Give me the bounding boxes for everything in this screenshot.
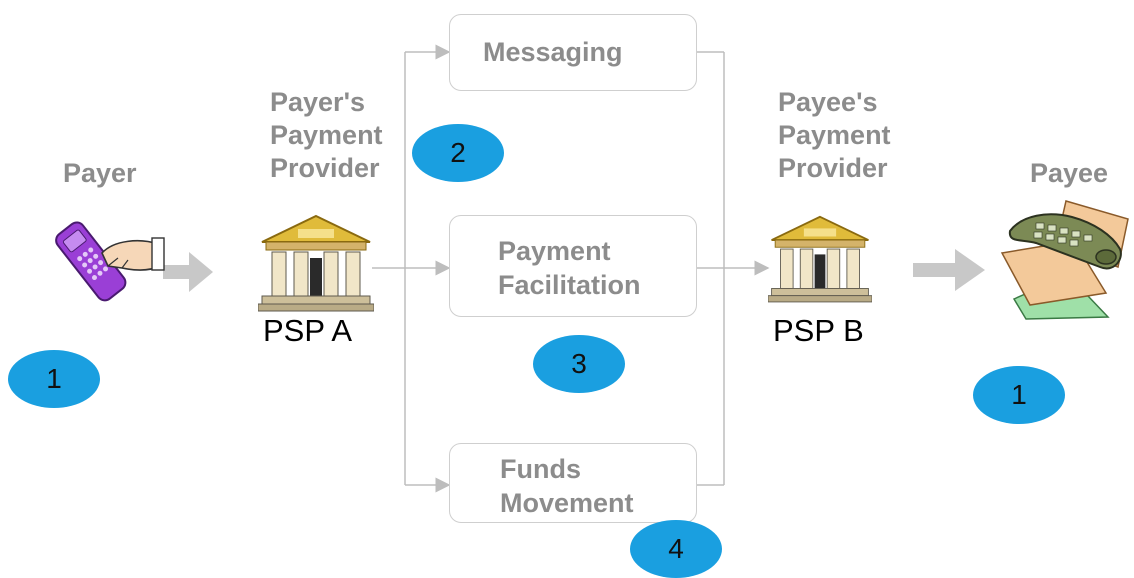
facilitation-label: Payment Facilitation [498, 236, 641, 300]
phone-money-icon [1000, 200, 1129, 320]
messaging-box: Messaging [449, 14, 697, 91]
badge-funds: 4 [630, 520, 722, 578]
funds-label: Funds Movement [500, 454, 634, 518]
bank-building-icon [768, 215, 872, 303]
payee-provider-label: Payee's Payment Provider [778, 87, 891, 183]
phone-keypad-hand-icon [55, 221, 165, 302]
bank-building-icon [258, 214, 374, 312]
badge-facilitation: 3 [533, 335, 625, 393]
payee-label: Payee [1030, 158, 1109, 188]
psp-a-label: PSP A [263, 313, 353, 348]
messaging-label: Messaging [483, 37, 623, 67]
badge-payee: 1 [973, 366, 1065, 424]
badge-messaging: 2 [412, 124, 504, 182]
psp-b-label: PSP B [773, 313, 864, 348]
payer-provider-label: Payer's Payment Provider [270, 87, 383, 183]
funds-movement-box: Funds Movement [449, 443, 697, 523]
arrow-payer-to-psp-a [163, 252, 213, 292]
arrow-psp-b-to-payee [913, 249, 985, 291]
payer-label: Payer [63, 158, 137, 188]
payment-facilitation-box: Payment Facilitation [449, 215, 697, 317]
badge-payer: 1 [8, 350, 100, 408]
